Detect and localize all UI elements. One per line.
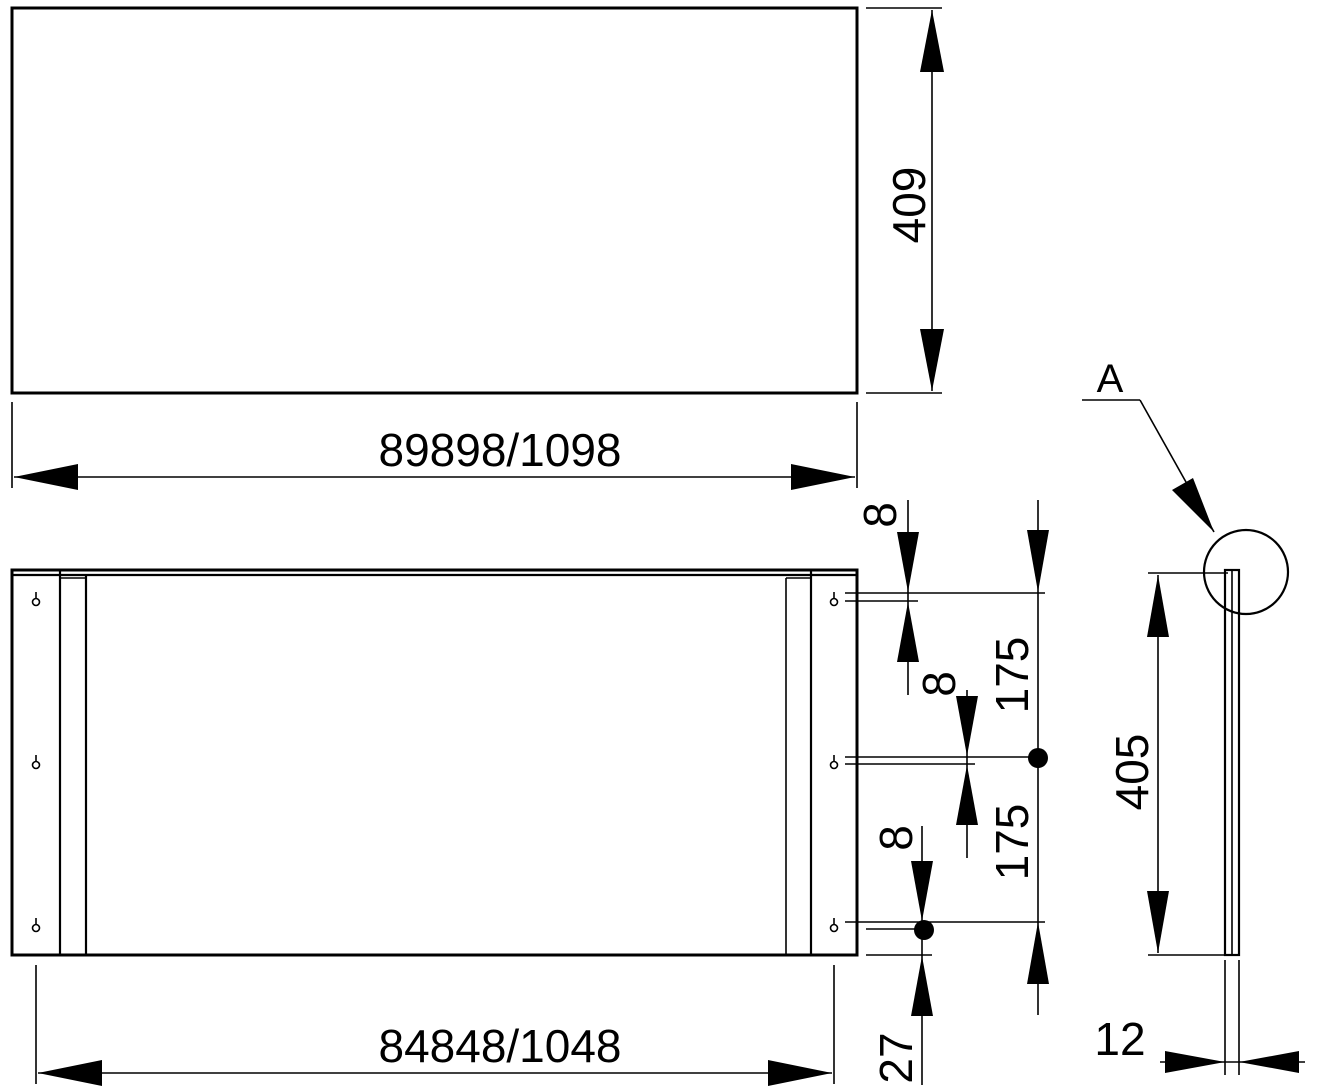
top-panel-outline (10, 6, 859, 395)
reference-dot-low (914, 920, 934, 940)
offset-top-dimension: 8 (854, 500, 919, 695)
detail-circle (1202, 528, 1290, 616)
side-height-label: 405 (1106, 734, 1158, 811)
hole-position-dimensions: 8 8 8 27 175 175 (845, 500, 1049, 1085)
bottom-width-dimension: 84848/1048 (35, 965, 835, 1086)
hole-spacing-dimension: 175 175 (986, 500, 1049, 1015)
spacing-lower-label: 175 (986, 804, 1038, 881)
top-width-dimension: 89898/1098 (11, 402, 858, 490)
keyhole-left-top (31, 592, 41, 607)
keyhole-left-mid (31, 755, 41, 770)
front-panel-outline (10, 568, 859, 957)
side-view: A 405 12 (1082, 357, 1305, 1075)
top-height-label: 409 (883, 167, 935, 244)
arrowhead-right (791, 464, 855, 490)
front-view: 84848/1048 (10, 568, 859, 1086)
offset-low-dimension: 8 27 (870, 825, 933, 1085)
arrowhead-left (38, 1060, 102, 1086)
detail-label: A (1097, 357, 1124, 401)
offset-mid-dimension: 8 (913, 671, 978, 858)
thickness-dimension: 12 (1094, 960, 1305, 1075)
keyhole-right-low (829, 918, 839, 933)
keyhole-left-low (31, 918, 41, 933)
offset-mid-label: 8 (913, 671, 965, 697)
top-height-dimension: 409 (866, 7, 944, 394)
left-bracket (58, 570, 88, 955)
keyhole-right-top (829, 592, 839, 607)
top-view: 409 89898/1098 (10, 6, 944, 490)
side-height-dimension: 405 (1106, 575, 1169, 953)
arrowhead-left (14, 464, 78, 490)
thickness-label: 12 (1094, 1013, 1145, 1065)
bottom-margin-label: 27 (870, 1032, 922, 1083)
offset-low-label: 8 (870, 825, 922, 851)
top-width-label: 89898/1098 (378, 424, 621, 476)
spacing-upper-label: 175 (986, 637, 1038, 714)
bottom-width-label: 84848/1048 (378, 1020, 621, 1072)
arrowhead-up (920, 10, 944, 72)
arrowhead-right (768, 1060, 832, 1086)
keyhole-right-mid (829, 755, 839, 770)
detail-pointer-arrow (1172, 478, 1214, 532)
offset-top-label: 8 (854, 502, 906, 528)
right-bracket (785, 570, 813, 955)
arrowhead-down (920, 329, 944, 391)
